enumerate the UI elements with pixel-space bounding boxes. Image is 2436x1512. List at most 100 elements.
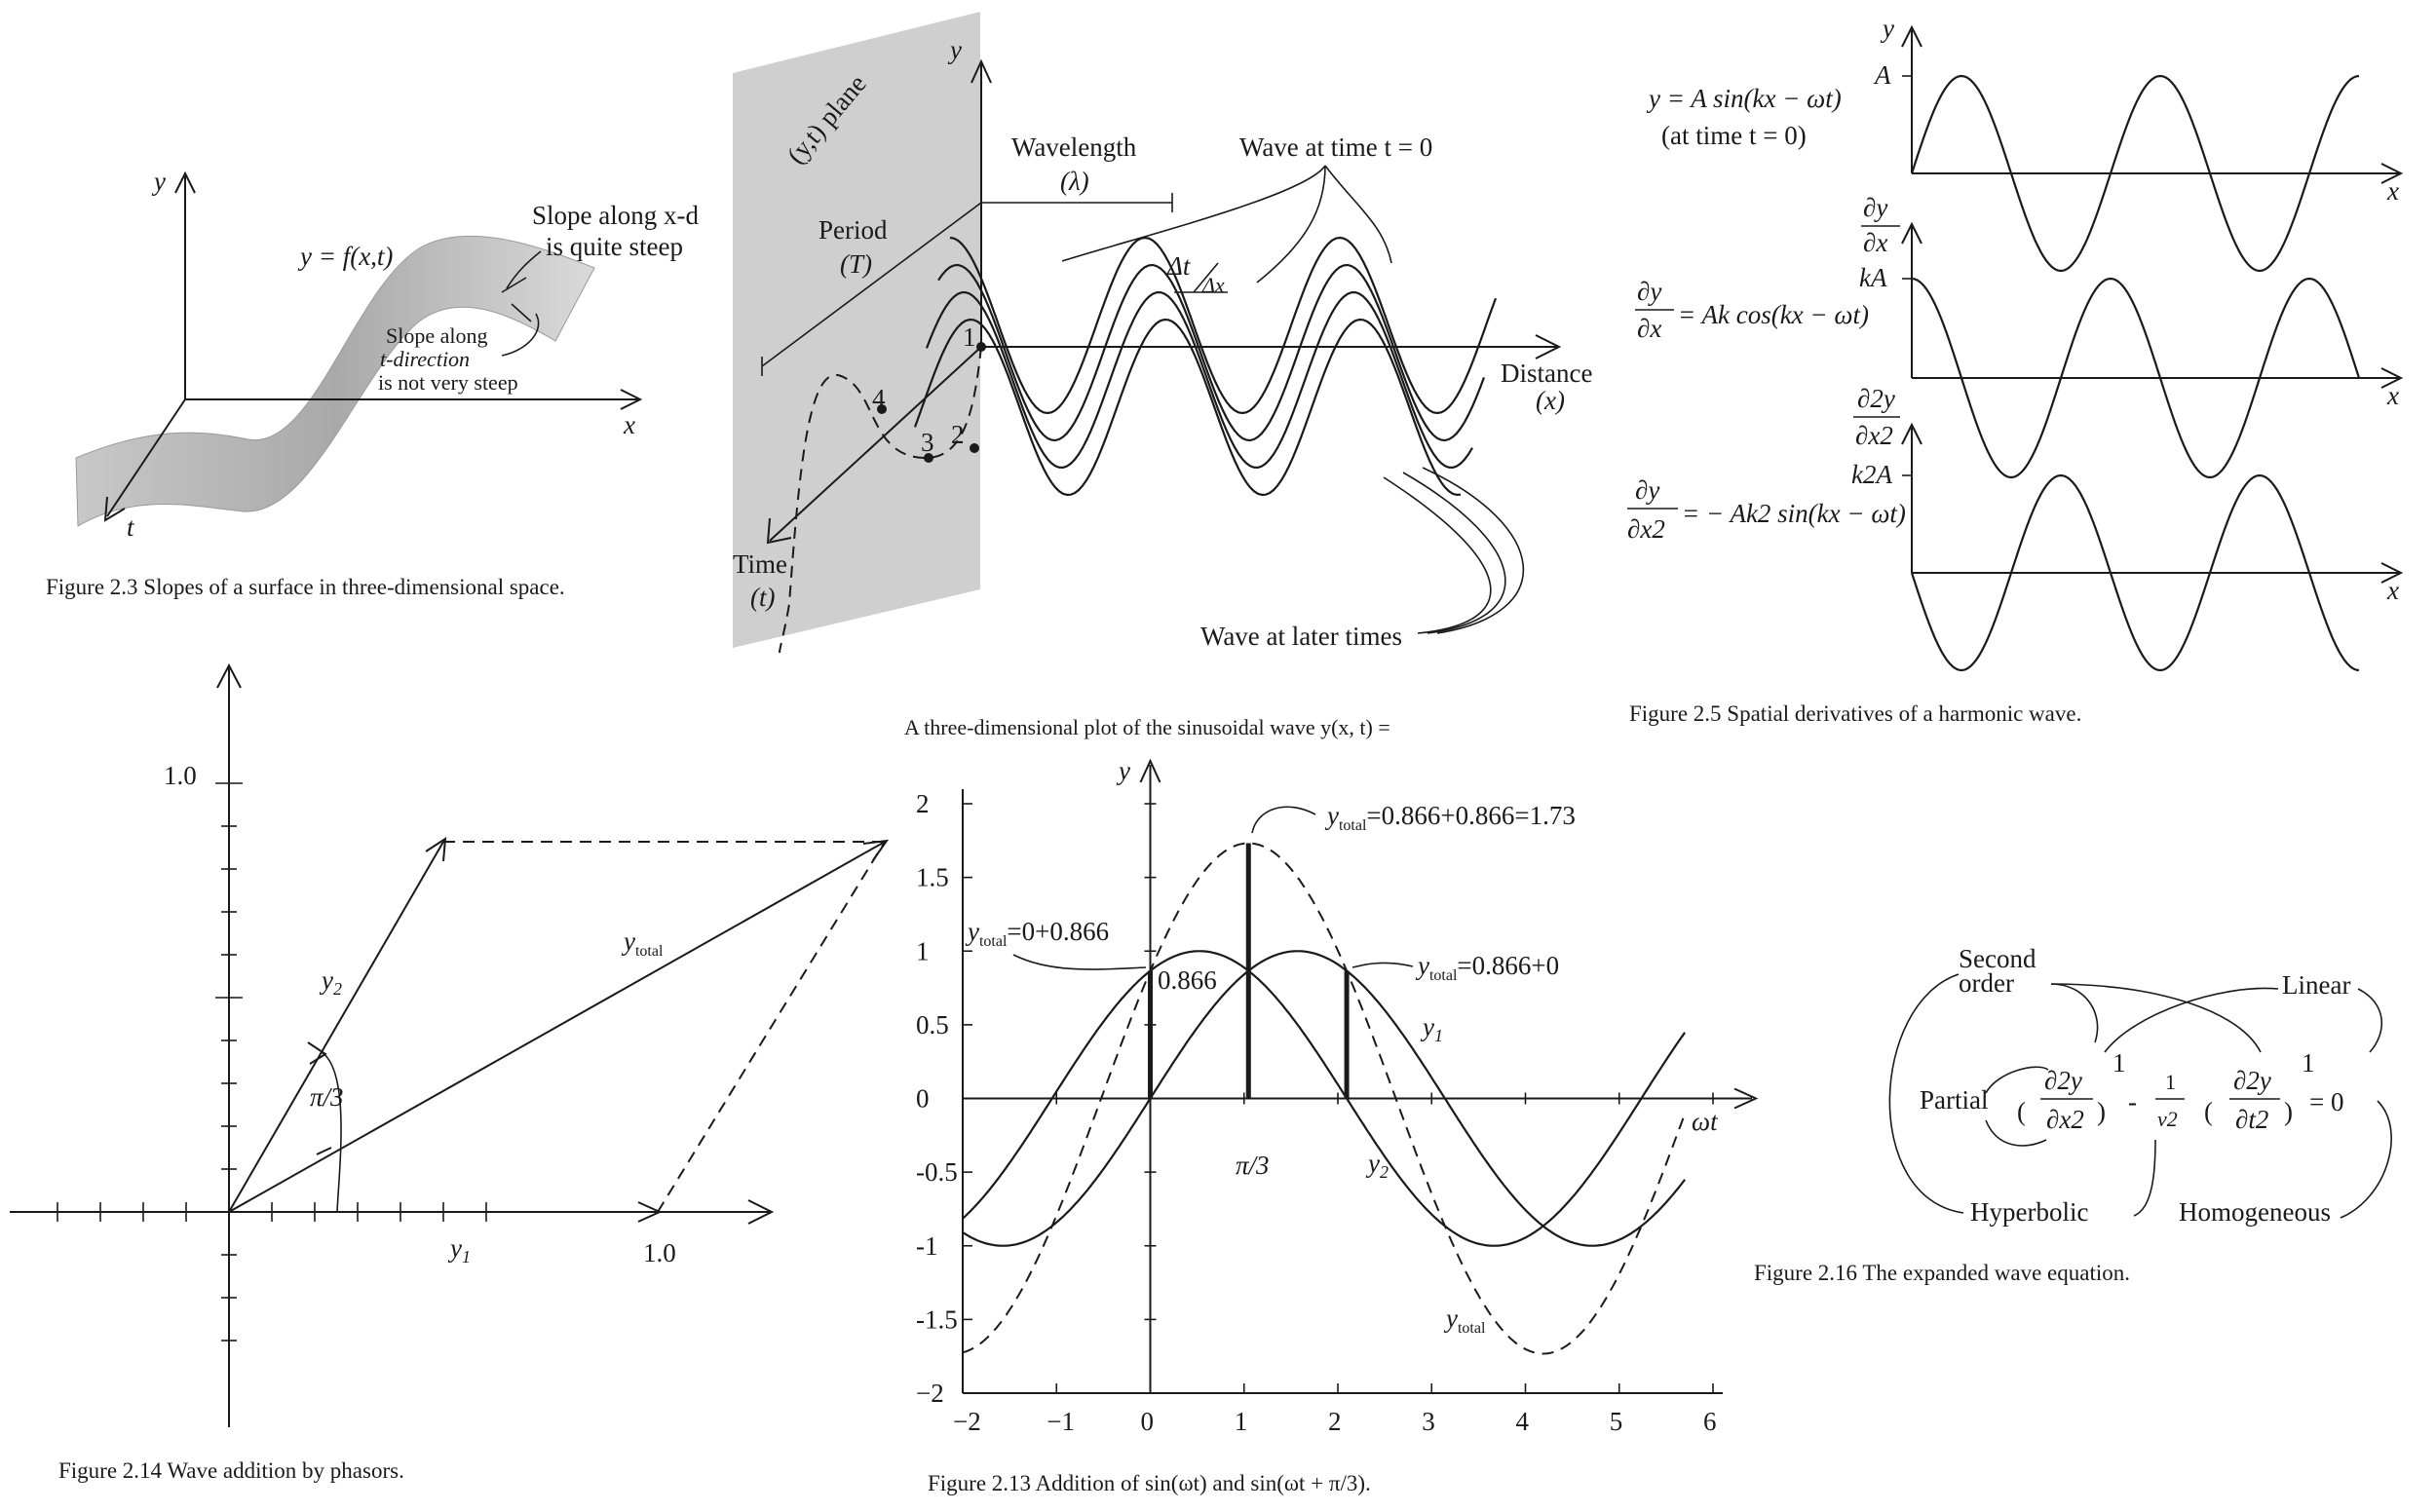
annot-value-0866: 0.866 xyxy=(1158,965,1217,995)
figure-2-3-caption: Figure 2.3 Slopes of a surface in three-… xyxy=(46,575,565,599)
svg-text:∂y: ∂y xyxy=(1637,277,1661,306)
tag-second-order-1: Second xyxy=(1959,944,2036,973)
eq-minus: - xyxy=(2128,1087,2137,1116)
panel1-curve xyxy=(1910,74,2360,273)
series-ytotal xyxy=(962,842,1687,1355)
svg-text:): ) xyxy=(2284,1097,2293,1126)
y-tick-label: -0.5 xyxy=(916,1157,958,1187)
tag-second-order-2: order xyxy=(1959,968,2014,998)
dt-label: Δt xyxy=(1166,251,1192,281)
panel2-label-den: ∂x xyxy=(1863,228,1887,257)
slope-t-line2: t-direction xyxy=(380,347,470,371)
tag-hyperbolic: Hyperbolic xyxy=(1970,1197,2088,1227)
axis-y-label: y xyxy=(151,167,166,196)
eq-term3-num: ∂2y xyxy=(2233,1066,2271,1095)
panel3-label-den: ∂x2 xyxy=(1855,421,1893,450)
dx-label: Δx xyxy=(1201,273,1225,297)
surface-eq: y = f(x,t) xyxy=(297,242,393,271)
wave-family xyxy=(913,236,1498,497)
panel1-y-label: y xyxy=(1880,14,1894,43)
svg-text:y = A sin(kx − ωt): y = A sin(kx − ωt) xyxy=(1646,84,1842,113)
panel2-x-label: x xyxy=(2386,381,2399,410)
svg-text:∂y: ∂y xyxy=(1635,475,1659,505)
panel2-label-num: ∂y xyxy=(1863,193,1887,222)
time-label-1: Time xyxy=(733,549,787,579)
period-label-1: Period xyxy=(818,215,888,245)
slope-t-line3: is not very steep xyxy=(378,370,518,395)
point-2: 2 xyxy=(951,420,965,449)
eq-power1: 1 xyxy=(2112,1048,2126,1077)
y-tick-label: −2 xyxy=(916,1379,944,1408)
chart-x-label: ωt xyxy=(1692,1107,1719,1136)
yt-plane xyxy=(733,12,980,648)
period-label-2: (T) xyxy=(840,249,872,279)
figure-2-3: y x t y = f(x,t) Slope along x-d is quit… xyxy=(46,167,699,599)
y-tick-label: 1 xyxy=(916,936,930,965)
slope-x-line2: is quite steep xyxy=(546,232,683,261)
axis-x-label: x xyxy=(623,410,635,439)
chart-pi3-label: π/3 xyxy=(1236,1151,1270,1180)
x-tick-label: 6 xyxy=(1703,1407,1717,1436)
time-label-2: (t) xyxy=(750,583,775,612)
distance-label-1: Distance xyxy=(1501,359,1592,388)
figure-2-13-caption: Figure 2.13 Addition of sin(ωt) and sin(… xyxy=(928,1471,1371,1495)
slope-x-line1: Slope along x-d xyxy=(532,201,699,230)
wave-curve-2 xyxy=(937,263,1486,442)
axis-t-label: t xyxy=(127,512,135,542)
x-tick-label: 3 xyxy=(1422,1407,1435,1436)
eq-term2-den: v2 xyxy=(2157,1107,2178,1131)
tag-partial: Partial xyxy=(1920,1085,1988,1115)
tick-label-y-1: 1.0 xyxy=(164,761,197,790)
x-tick-label: 1 xyxy=(1235,1407,1248,1436)
y-tick-label: 0.5 xyxy=(916,1010,949,1040)
eq-dydx: ∂y ∂x = Ak cos(kx − ωt) xyxy=(1635,277,1869,343)
eq-term1-num: ∂2y xyxy=(2044,1066,2082,1095)
eq-y: y = A sin(kx − ωt) (at time t = 0) xyxy=(1646,84,1842,150)
panel2-tick-kA: kA xyxy=(1859,263,1887,292)
x-tick-label: −1 xyxy=(1047,1407,1075,1436)
tag-homogeneous: Homogeneous xyxy=(2179,1197,2331,1227)
y-tick-label: 0 xyxy=(916,1084,930,1114)
label-angle: π/3 xyxy=(310,1082,344,1112)
figure-2-14-caption: Figure 2.14 Wave addition by phasors. xyxy=(58,1458,404,1483)
eq-term2-num: 1 xyxy=(2165,1070,2176,1094)
series-y1 xyxy=(962,950,1686,1247)
panel3-curve xyxy=(1910,473,2360,672)
point-4: 4 xyxy=(872,384,886,413)
x-tick-label: 0 xyxy=(1141,1407,1155,1436)
x-tick-label: 2 xyxy=(1328,1407,1342,1436)
y-tick-label: -1 xyxy=(916,1231,938,1261)
panel2-curve xyxy=(1911,277,2361,479)
eq-power2: 1 xyxy=(2302,1048,2315,1077)
y-tick-label: -1.5 xyxy=(916,1304,958,1334)
y-axis-label: y xyxy=(947,35,962,64)
x-tick-label: −2 xyxy=(953,1407,981,1436)
eq-equals: = 0 xyxy=(2309,1087,2343,1116)
x-tick-label: 4 xyxy=(1516,1407,1530,1436)
series-y2 xyxy=(962,950,1687,1247)
panel3-label-num: ∂2y xyxy=(1857,384,1895,413)
tick-label-x-1: 1.0 xyxy=(643,1238,676,1267)
eq-term1-den: ∂x2 xyxy=(2046,1105,2084,1134)
svg-text:∂x: ∂x xyxy=(1637,314,1661,343)
panel1-tick-A: A xyxy=(1873,60,1891,90)
figure-2-5: y = A sin(kx − ωt) (at time t = 0) ∂y ∂x… xyxy=(1627,14,2404,726)
wave-t0-label: Wave at time t = 0 xyxy=(1239,132,1432,162)
wave-curve-3 xyxy=(925,290,1473,470)
y-tick-label: 1.5 xyxy=(916,863,949,892)
svg-text:): ) xyxy=(2097,1097,2106,1126)
svg-text:∂x2: ∂x2 xyxy=(1627,514,1665,544)
figure-2-16-caption: Figure 2.16 The expanded wave equation. xyxy=(1754,1261,2130,1285)
chart-y-label: y xyxy=(1116,756,1130,785)
eq-term3-den: ∂t2 xyxy=(2235,1105,2268,1134)
figure-2-5-caption: Figure 2.5 Spatial derivatives of a harm… xyxy=(1629,701,2081,726)
figure-2-14: 1.0 1.0 y1 y2 ytotal π/3 Figure 2.14 Wav… xyxy=(10,662,890,1483)
tag-linear: Linear xyxy=(2282,970,2350,1000)
distance-label-2: (x) xyxy=(1536,386,1565,415)
surface-shape xyxy=(75,235,595,527)
slope-t-line1: Slope along xyxy=(386,323,488,348)
wavelength-label-1: Wavelength xyxy=(1011,132,1137,162)
later-label: Wave at later times xyxy=(1200,622,1402,651)
